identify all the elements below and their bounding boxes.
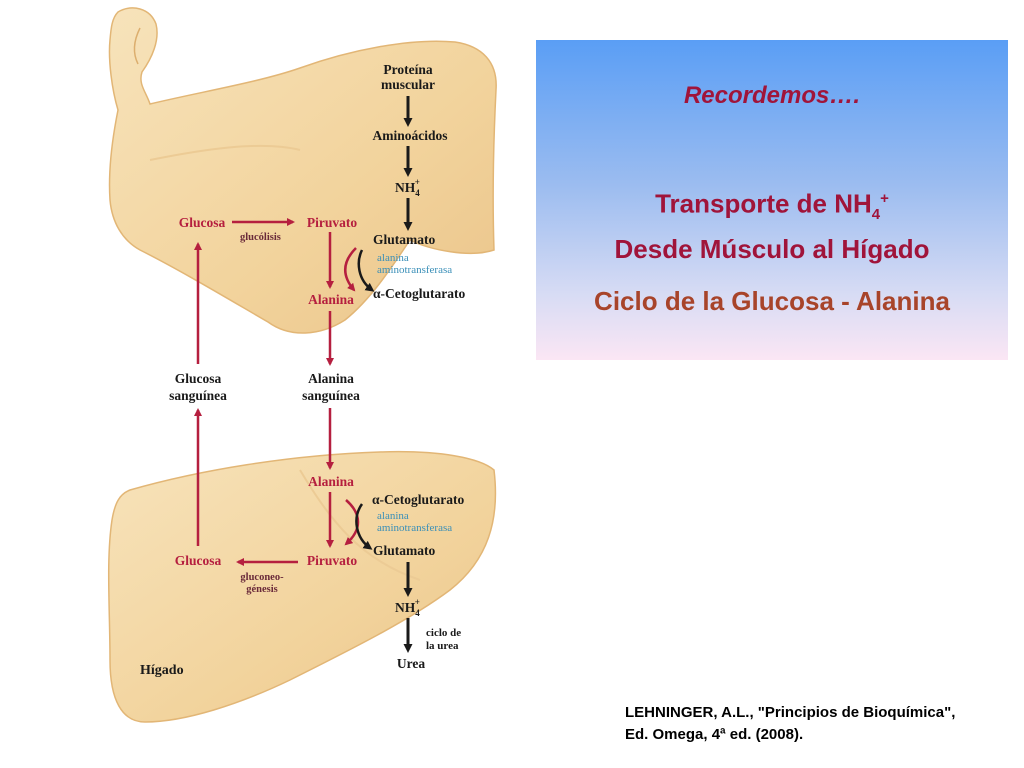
info-box: Recordemos…. Transporte de NH4+ Desde Mú… — [536, 40, 1008, 360]
glucose-alanine-cycle-diagram: Proteína muscular Aminoácidos NH4+ Gluta… — [107, 7, 497, 723]
label-nh4-liver: NH4+ — [395, 597, 420, 618]
label-enzyme-muscle-l2: aminotransferasa — [377, 264, 452, 276]
slide-title: Transporte de NH4+ Desde Músculo al Híga… — [536, 182, 1008, 266]
title-line-2: Desde Músculo al Hígado — [614, 233, 930, 264]
reference-line-1: LEHNINGER, A.L., "Principios de Bioquími… — [625, 704, 956, 721]
title-line-1: Transporte de NH4+ — [536, 182, 1008, 232]
label-cetoglutarato-liver: α-Cetoglutarato — [372, 492, 465, 507]
arrow-cetoglutarato-curve-muscle — [357, 249, 375, 292]
label-glucosa-muscle: Glucosa — [179, 215, 226, 230]
label-gluconeogenesis-l2: génesis — [246, 584, 278, 595]
red-arrows — [194, 218, 360, 566]
label-enzyme-liver-l1: alanina — [377, 510, 409, 522]
label-glucolisis: glucólisis — [240, 232, 281, 243]
label-enzyme-liver-l2: aminotransferasa — [377, 522, 452, 534]
title-line-1-text: Transporte de NH — [655, 188, 872, 219]
label-aminoacidos: Aminoácidos — [372, 128, 447, 143]
label-cetoglutarato-muscle: α-Cetoglutarato — [373, 286, 466, 301]
slide-subtitle: Ciclo de la Glucosa - Alanina — [594, 286, 950, 316]
liver-illustration — [107, 450, 497, 723]
label-glucosa-sanguinea-l2: sanguínea — [169, 388, 227, 403]
label-urea-cycle-l2: la urea — [426, 640, 459, 652]
label-enzyme-muscle-l1: alanina — [377, 252, 409, 264]
transamination-curve-muscle — [344, 247, 357, 292]
label-proteina-muscular-l1: Proteína — [383, 62, 432, 77]
label-gluconeogenesis-l1: gluconeo- — [240, 572, 284, 583]
reference-citation: LEHNINGER, A.L., "Principios de Bioquími… — [625, 702, 955, 746]
arrow-cetoglutarato-curve-liver — [355, 503, 373, 550]
label-piruvato-liver: Piruvato — [307, 553, 357, 568]
title-nh4-superscript: + — [880, 190, 889, 207]
label-glutamato-liver: Glutamato — [373, 543, 435, 558]
label-piruvato-muscle: Piruvato — [307, 215, 357, 230]
label-urea: Urea — [397, 656, 425, 671]
transamination-curve-liver — [344, 499, 360, 546]
label-nh4-muscle: NH4+ — [395, 177, 420, 198]
label-glucosa-liver: Glucosa — [175, 553, 222, 568]
title-nh4-subscript: 4 — [871, 205, 881, 223]
heading-recordemos: Recordemos…. — [683, 82, 861, 109]
label-alanina-sanguinea-l2: sanguínea — [302, 388, 360, 403]
label-higado: Hígado — [140, 663, 184, 678]
label-urea-cycle-l1: ciclo de — [426, 627, 461, 639]
label-alanina-muscle: Alanina — [308, 292, 354, 307]
label-glucosa-sanguinea-l1: Glucosa — [175, 371, 222, 386]
arm-illustration — [108, 7, 497, 334]
label-alanina-sanguinea-l1: Alanina — [308, 371, 354, 386]
label-proteina-muscular-l2: muscular — [381, 77, 435, 92]
label-alanina-liver: Alanina — [308, 474, 354, 489]
black-arrows — [355, 96, 413, 653]
reference-line-2: Ed. Omega, 4ª ed. (2008). — [625, 726, 804, 743]
label-glutamato-muscle: Glutamato — [373, 232, 435, 247]
